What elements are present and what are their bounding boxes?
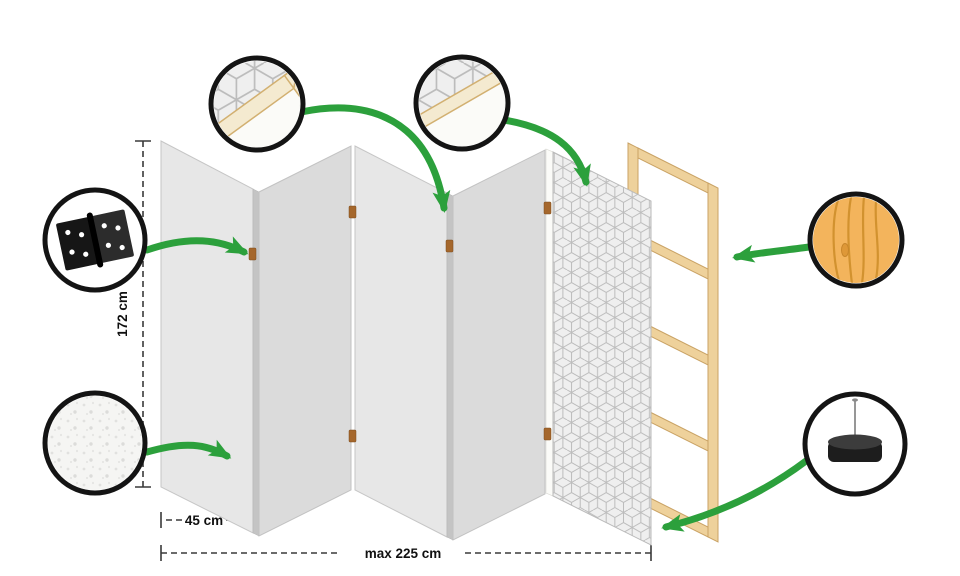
- frame-right-rail: [707, 182, 719, 543]
- patterned-panel-side-edge: [545, 148, 554, 497]
- hinge-marker: [445, 239, 454, 253]
- fleece-callout: [42, 390, 148, 496]
- height-dimension-ticks: [135, 140, 151, 488]
- hinge-marker: [348, 429, 357, 443]
- height-dimension-label: 172 cm: [115, 291, 130, 337]
- arrow-edge-detail-to-panel: [500, 116, 591, 187]
- wood-texture-icon: [813, 197, 899, 283]
- foot-callout: [802, 391, 908, 497]
- hinge-marker: [543, 201, 552, 215]
- hinge-callout: [42, 187, 148, 293]
- wood-sample-callout: [807, 191, 905, 289]
- panel-edge-callout: [413, 54, 511, 152]
- panel-fold-edge: [252, 188, 260, 537]
- total-width-label: max 225 cm: [365, 546, 442, 561]
- hinge-marker: [348, 205, 357, 219]
- hinge-markers: [248, 201, 552, 443]
- panel-width-label: 45 cm: [185, 513, 223, 528]
- hinge-marker: [543, 427, 552, 441]
- arrow-wood-sample-to-frame: [732, 243, 813, 263]
- frame-corner-callout: [208, 55, 306, 153]
- fleece-texture-icon: [48, 396, 142, 490]
- patterned-panel: [552, 151, 652, 546]
- hinge-icon: [56, 209, 134, 271]
- arrow-fleece-to-panel: [143, 439, 232, 460]
- panel-2: [258, 145, 352, 537]
- frame-rung: [637, 147, 709, 194]
- hinge-marker: [248, 247, 257, 261]
- folding-screen-panels: [160, 140, 652, 546]
- total-width-dimension: max 225 cm: [160, 545, 652, 561]
- arrow-corner-detail-to-fold: [297, 104, 451, 213]
- arrow-foot-to-base: [661, 457, 810, 532]
- arrow-hinge-to-fold: [143, 236, 249, 256]
- height-dimension: 172 cm: [115, 140, 151, 488]
- panel-1: [160, 140, 254, 534]
- callout-arrows: [143, 104, 813, 532]
- panel-3: [354, 145, 448, 538]
- foot-pad-icon: [828, 398, 882, 462]
- total-width-ticks: [160, 545, 652, 561]
- panel-4: [452, 149, 546, 541]
